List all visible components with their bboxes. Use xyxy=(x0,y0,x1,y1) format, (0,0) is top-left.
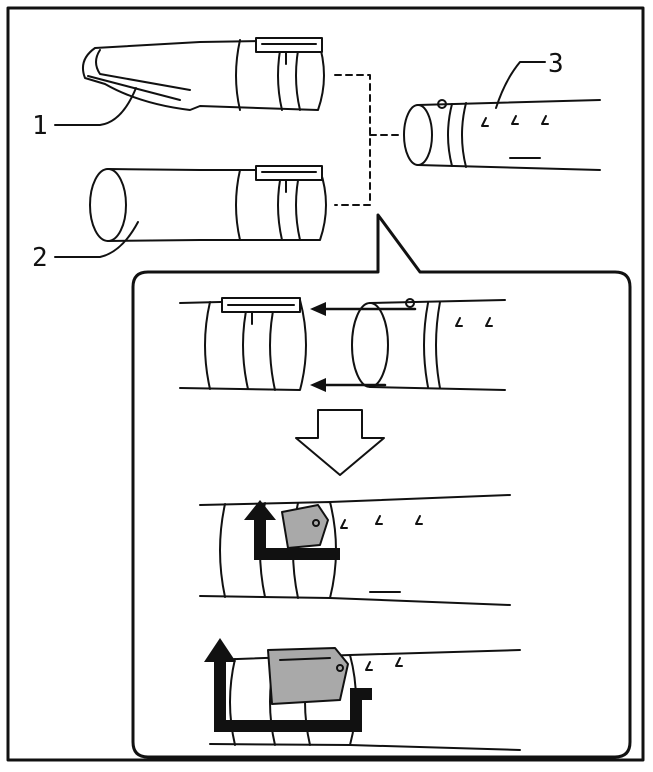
connector-lines xyxy=(334,74,399,206)
blower-pipe xyxy=(403,99,601,171)
callout-1: 1 xyxy=(32,111,48,141)
step-align xyxy=(179,297,506,391)
down-arrow-icon xyxy=(295,409,385,476)
detail-callout-box xyxy=(131,213,632,759)
lift-arrow-step-b xyxy=(244,500,340,560)
outer-frame xyxy=(6,6,645,762)
arrow-head-top xyxy=(310,302,326,316)
callout-2: 2 xyxy=(32,243,48,273)
callout-3: 3 xyxy=(548,49,564,79)
step-insert xyxy=(199,494,511,606)
insert-arrows xyxy=(318,307,417,387)
arrow-head-bottom xyxy=(310,378,326,392)
leader-line-2 xyxy=(54,221,139,258)
lock-arrow-step-c xyxy=(204,638,372,732)
leader-line-3 xyxy=(495,61,546,109)
leader-line-1 xyxy=(54,87,137,126)
step-lock xyxy=(209,647,521,751)
round-nozzle xyxy=(89,165,327,242)
flat-nozzle xyxy=(82,37,325,111)
